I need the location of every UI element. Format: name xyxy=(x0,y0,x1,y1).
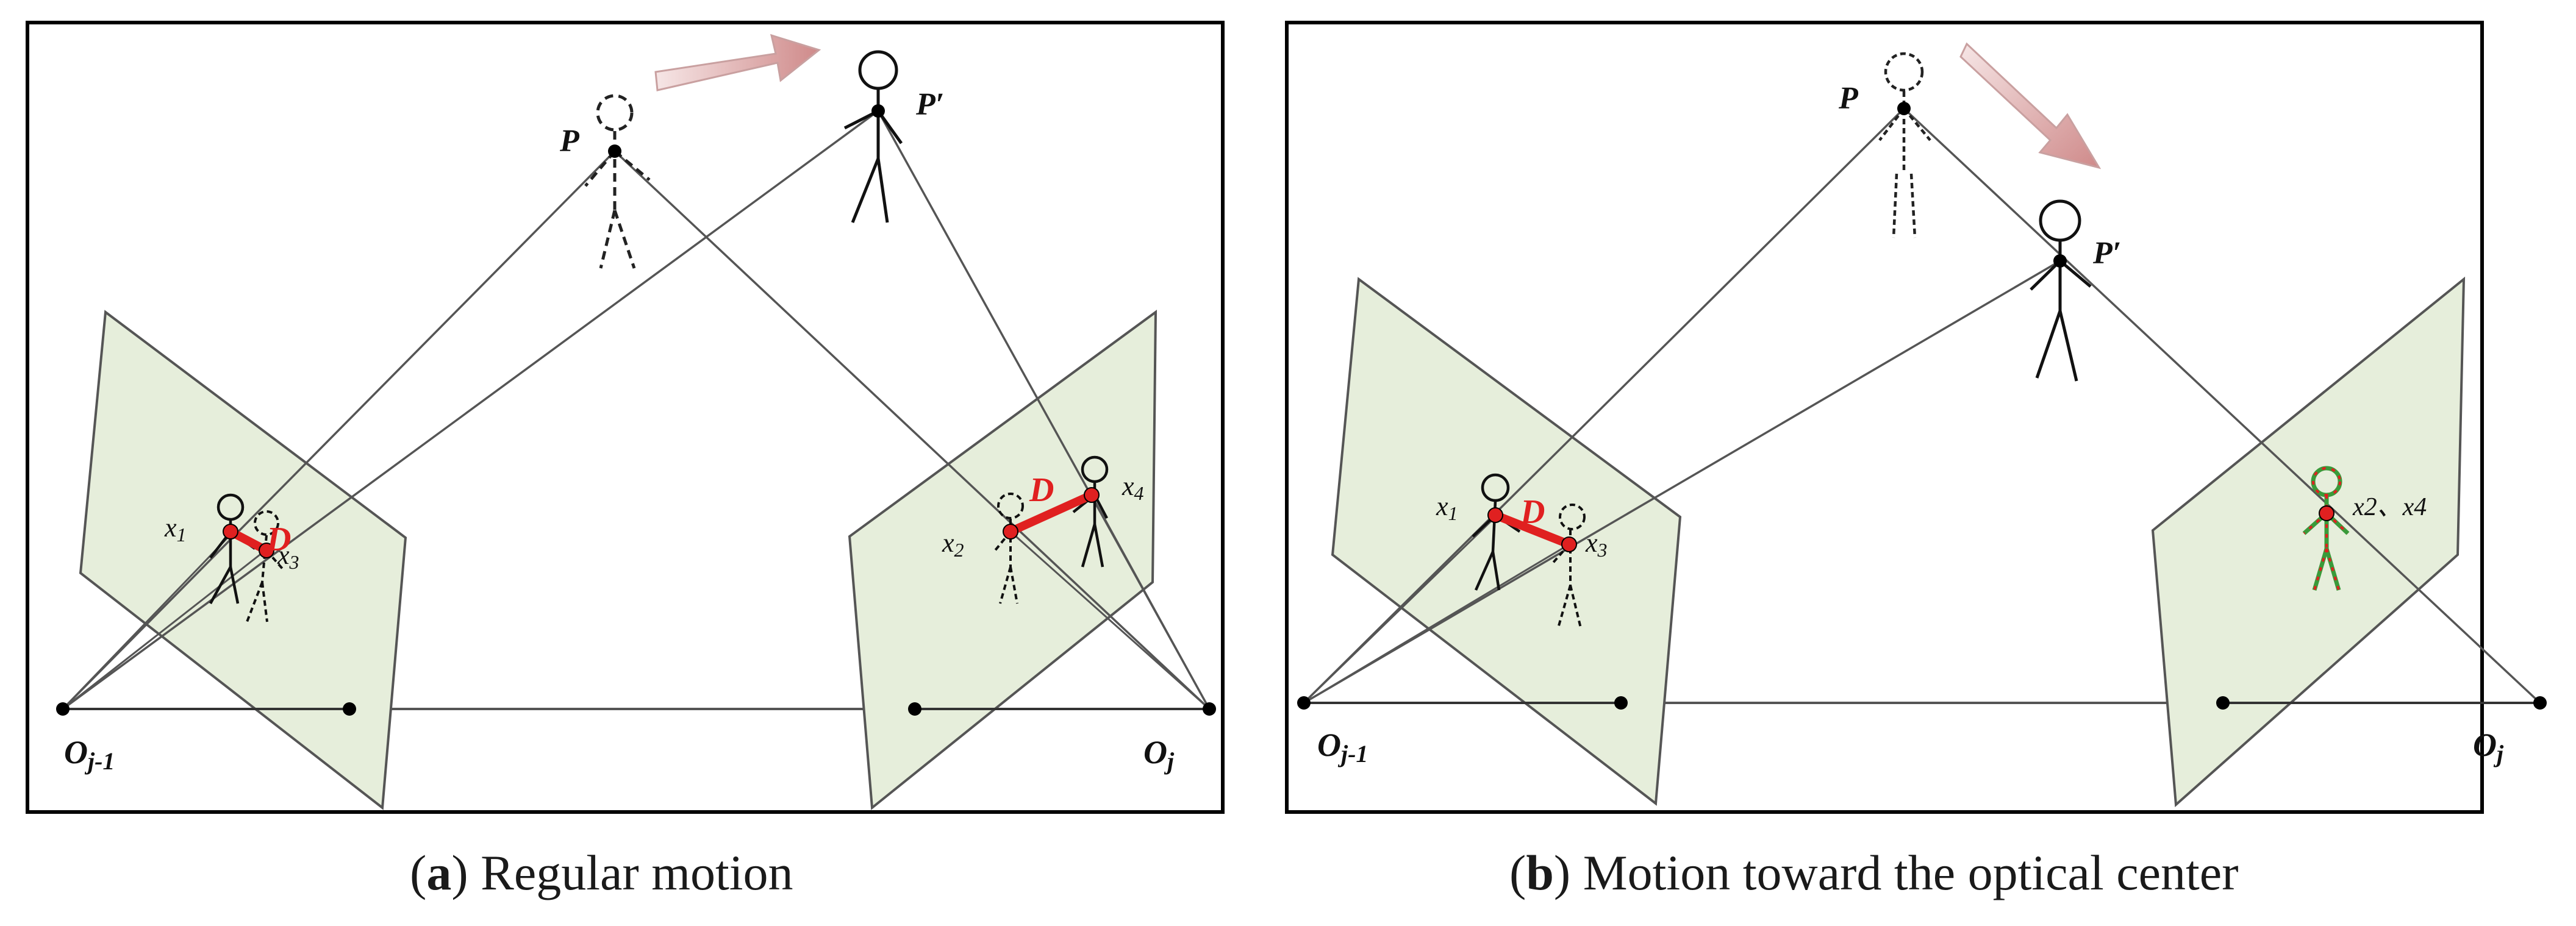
point-x2-x4-dot xyxy=(2319,505,2334,521)
image-plane-right xyxy=(848,310,1157,810)
label-x3: x3 xyxy=(1585,528,1608,561)
optical-center-right-dot xyxy=(1203,702,1216,716)
label-d-left: D xyxy=(1520,493,1545,531)
label-d-right: D xyxy=(1029,471,1054,509)
label-x4: x4 xyxy=(1122,471,1144,504)
optical-center-left-dot xyxy=(1297,696,1311,710)
point-x3-dot xyxy=(1561,536,1577,552)
label-d-left: D xyxy=(266,521,291,558)
motion-arrow-icon xyxy=(654,34,821,91)
label-p: P xyxy=(1838,81,1859,116)
projection-x2-x4-figure-icon xyxy=(2302,466,2350,591)
displacement-d-left xyxy=(1494,511,1571,549)
point-p-prime-dot xyxy=(2053,254,2067,268)
label-x1: x1 xyxy=(164,513,187,546)
inner-rays-left xyxy=(1303,516,1570,704)
caption-b: (b) Motion toward the optical center xyxy=(1509,845,2239,900)
label-p: P xyxy=(559,124,580,158)
person-p-dashed-icon xyxy=(584,94,651,269)
label-x2-x4: x2、x4 xyxy=(2352,493,2427,521)
label-x2: x2 xyxy=(942,528,964,561)
point-p-prime-dot xyxy=(871,104,885,118)
label-o-right: Oj xyxy=(2473,727,2504,768)
displacement-d-right xyxy=(1009,491,1093,536)
label-p-prime: P′ xyxy=(2092,236,2121,271)
motion-arrow-icon xyxy=(1959,42,2102,169)
projection-rays xyxy=(62,110,1211,710)
baseline-dot-right xyxy=(2216,696,2230,710)
panel-b: P P′ Oj-1 Oj x1 x3 x2、x4 D xyxy=(1285,21,2547,814)
optical-center-left-dot xyxy=(56,702,70,716)
point-x1-dot xyxy=(1487,507,1503,523)
point-x4-dot xyxy=(1084,487,1100,503)
point-x2-dot xyxy=(1003,524,1018,540)
label-x1: x1 xyxy=(1436,491,1458,524)
optical-center-right-dot xyxy=(2533,696,2547,710)
label-p-prime: P′ xyxy=(915,87,944,122)
label-o-left: Oj-1 xyxy=(1317,727,1368,768)
label-o-left: Oj-1 xyxy=(64,734,115,775)
caption-a: (a) Regular motion xyxy=(410,845,793,900)
projection-rays xyxy=(1303,107,2541,704)
image-plane-right xyxy=(2151,276,2466,808)
point-p-dot xyxy=(1897,102,1911,115)
label-o-right: Oj xyxy=(1143,734,1175,775)
label-x3: x3 xyxy=(277,540,299,573)
point-x3-dot xyxy=(259,543,274,558)
inner-rays-right xyxy=(1010,494,1211,710)
point-p-dot xyxy=(608,144,621,158)
panel-a: P P′ Oj-1 Oj x1 x3 x2 x4 D D xyxy=(26,21,1225,814)
baseline-dot-left xyxy=(343,702,356,716)
baseline-dot-left xyxy=(1614,696,1628,710)
point-x1-dot xyxy=(223,524,238,540)
baseline-dot-right xyxy=(908,702,921,716)
